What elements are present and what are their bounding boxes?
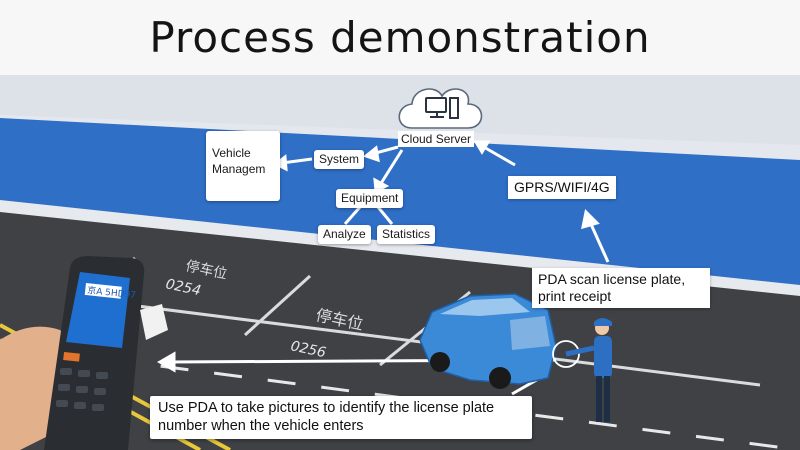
cloud-server-label: Cloud Server <box>398 131 475 147</box>
parking-number-0256: 0256 <box>289 338 327 361</box>
header-bar: Process demonstration <box>0 0 800 75</box>
use-pda-caption: Use PDA to take pictures to identify the… <box>150 396 532 439</box>
network-label: GPRS/WIFI/4G <box>508 176 616 199</box>
equipment-label: Equipment <box>336 189 404 208</box>
wall-top <box>0 75 800 145</box>
vehicle-management-label: Vehicle Managem <box>206 131 280 201</box>
cloud-server-icon <box>398 88 483 129</box>
analyze-label: Analyze <box>318 225 371 244</box>
system-label: System <box>314 150 365 169</box>
pda-scan-label: PDA scan license plate, print receipt <box>532 268 710 308</box>
page-title: Process demonstration <box>149 13 651 62</box>
parking-attendant <box>552 318 612 422</box>
statistics-label: Statistics <box>377 225 436 244</box>
flow-arrows <box>156 140 610 396</box>
pda-device: 京A 5HD97 <box>0 256 168 450</box>
parking-number-0254: 0254 <box>164 276 202 299</box>
